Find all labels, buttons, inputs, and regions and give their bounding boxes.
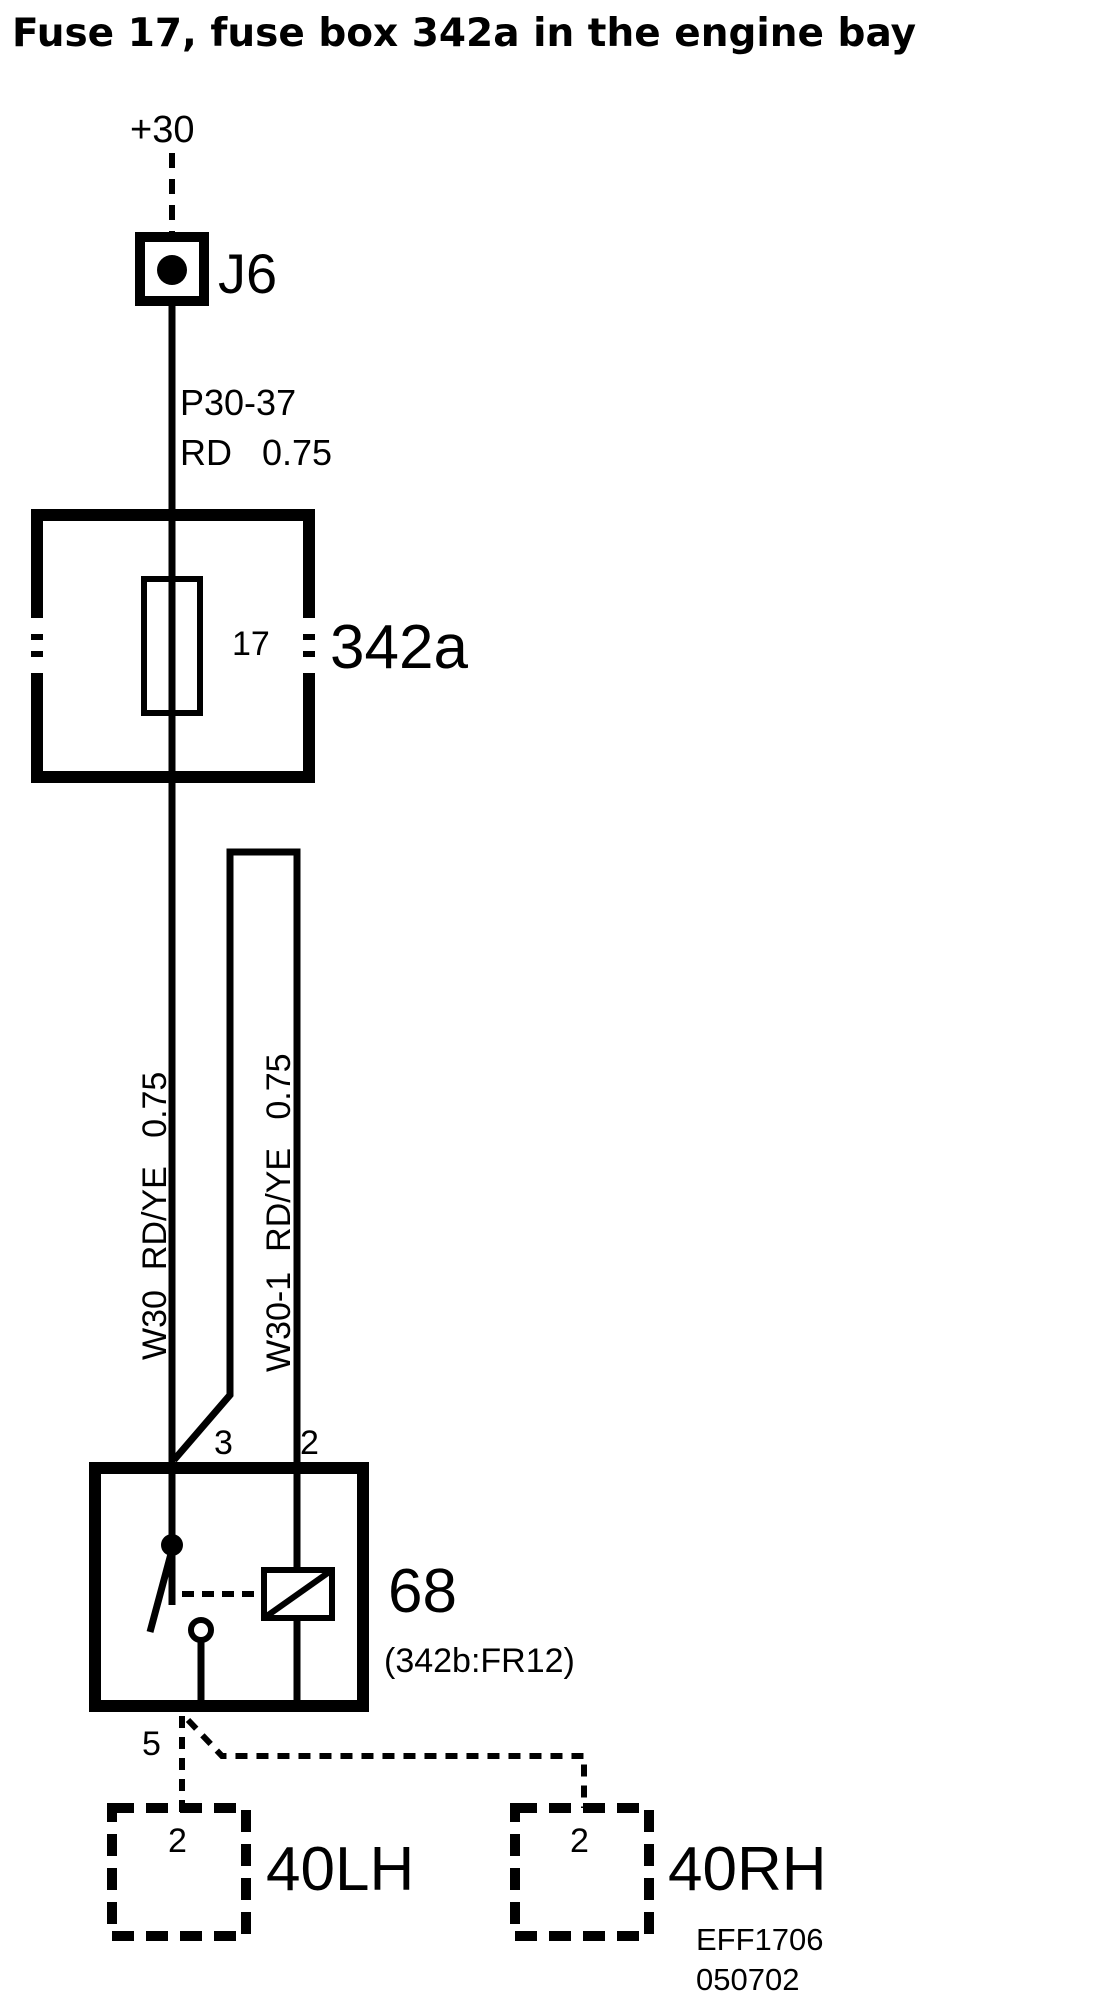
wire-w30-label: W30 RD/YE 0.75 [136,1072,174,1360]
relay-68-label: 68 [388,1557,457,1626]
connector-40rh-label: 40RH [668,1835,827,1904]
relay-pin-3: 3 [214,1424,233,1462]
wire-w30-1 [171,848,301,1463]
fuse-box-gap-left [28,618,48,673]
reference-code: EFF1706 [696,1922,824,1957]
wire-p30-37-id: P30-37 [180,382,296,423]
fuse-box-342a-label: 342a [330,613,468,682]
branch-rh-dashed [185,1717,587,1808]
diagram-title: Fuse 17, fuse box 342a in the engine bay [12,11,916,56]
connector-40rh [510,1803,654,1941]
relay-switch-arm [146,1549,176,1633]
fuse-17-number: 17 [232,625,270,663]
reference-date: 050702 [696,1962,799,1997]
junction-j6-dot [157,255,187,285]
relay-68-location: (342b:FR12) [384,1642,575,1680]
relay-pin-2: 2 [300,1424,319,1462]
connector-40lh-pin: 2 [168,1822,187,1860]
relay-68-box [89,1462,369,1712]
relay-pin-5: 5 [142,1725,161,1763]
fuse-box-gap-right [298,618,318,673]
wire-w30-id: W30 [136,1290,174,1360]
wire-w30-1-spec: RD/YE 0.75 [260,1053,298,1251]
connector-40lh-label: 40LH [266,1835,414,1904]
wire-w30-1-label: W30-1 RD/YE 0.75 [260,1053,298,1372]
wire-w30-spec: RD/YE 0.75 [136,1072,174,1270]
wire-p30-37-spec: RD 0.75 [180,432,332,473]
relay-switch-contact [188,1617,214,1643]
junction-j6-label: J6 [218,242,277,305]
wire-w30-1-id: W30-1 [260,1272,298,1372]
relay-coil-diagonal [262,1567,334,1621]
supply-label: +30 [130,109,194,151]
connector-40lh [107,1803,251,1941]
connector-40rh-pin: 2 [570,1822,589,1860]
relay-switch-pivot [161,1534,183,1556]
